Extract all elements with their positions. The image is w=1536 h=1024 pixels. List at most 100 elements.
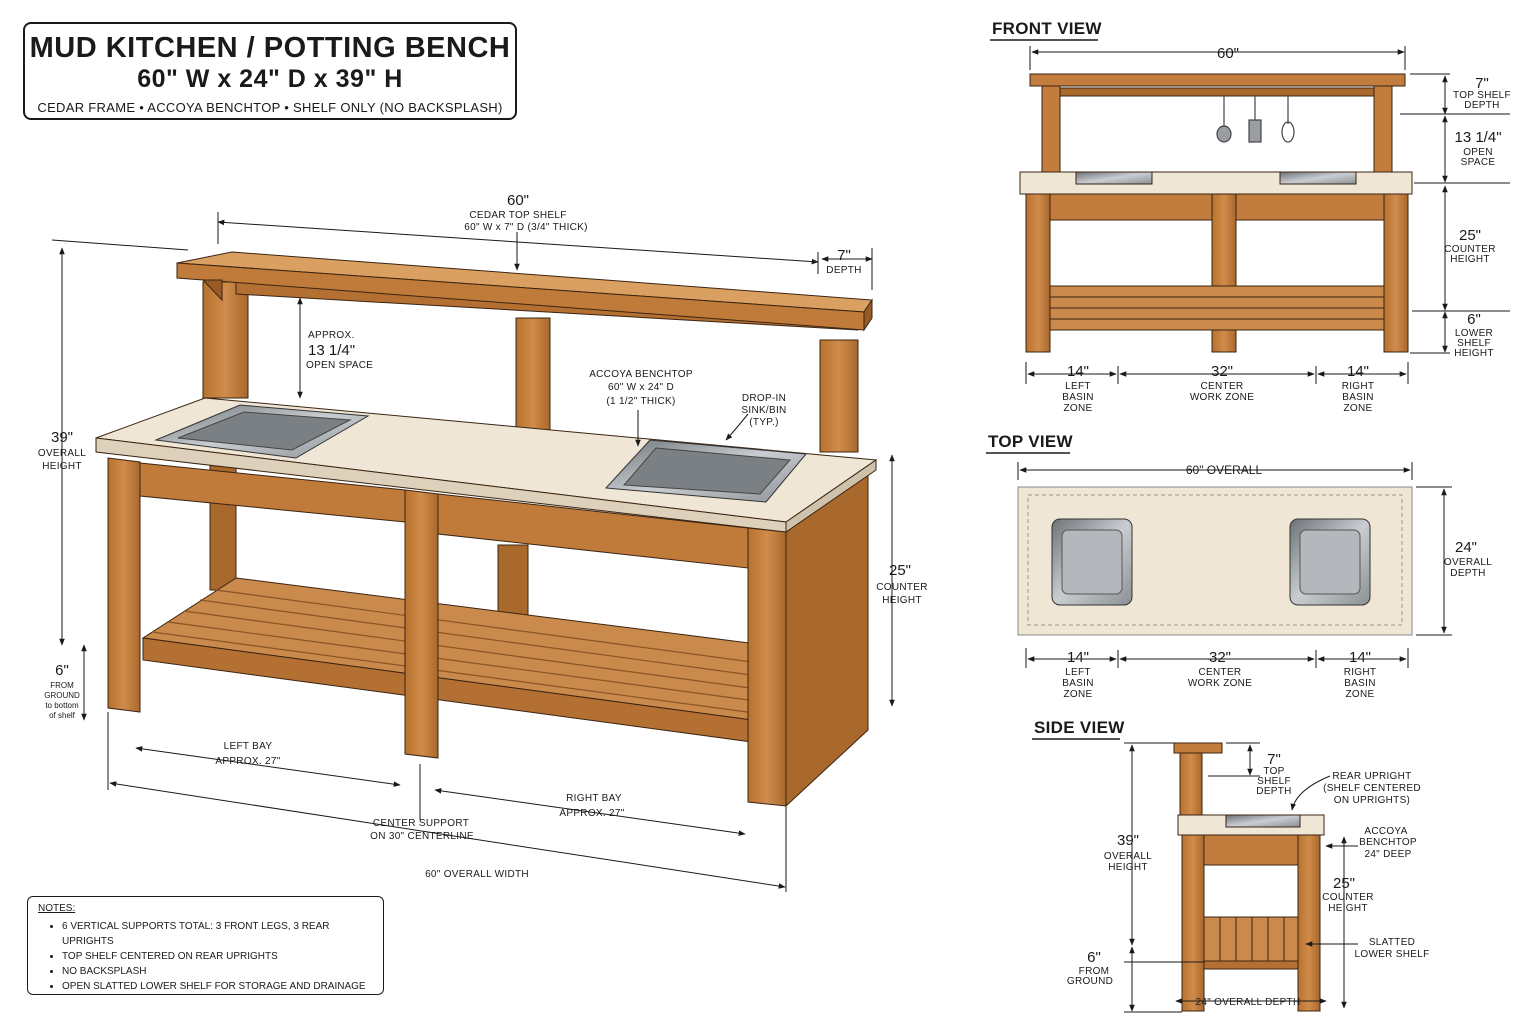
side-view: SIDE VIEW: [1032, 718, 1430, 1013]
hanging-utensils: [1216, 96, 1295, 143]
title-dimensions: 60" W x 24" D x 39" H: [137, 65, 403, 93]
top-zone-left-l2: BASIN: [1062, 678, 1094, 689]
side-ground-value: 6": [1087, 949, 1101, 966]
front-sink-left: [1075, 171, 1153, 185]
side-bench-3: 24" DEEP: [1364, 849, 1411, 860]
iso-height-value: 39": [51, 429, 73, 446]
front-view-heading: FRONT VIEW: [992, 19, 1102, 38]
side-leg-rear: [1181, 834, 1205, 1012]
upright-center: [515, 317, 551, 431]
iso-top-shelf-size: 60" W x 7" D (3/4" THICK): [464, 222, 588, 233]
front-zone-center-value: 32": [1211, 363, 1233, 380]
iso-benchtop-thick: (1 1/2" THICK): [606, 396, 675, 407]
iso-dimension-lines: [51, 212, 895, 892]
front-counter-l2: HEIGHT: [1450, 254, 1490, 265]
side-ground-l2: GROUND: [1067, 976, 1113, 987]
note-item: 6 VERTICAL SUPPORTS TOTAL: 3 FRONT LEGS,…: [62, 919, 373, 949]
top-zone-right-l3: ZONE: [1346, 689, 1375, 700]
top-depth-l1: OVERALL: [1444, 557, 1492, 568]
iso-depth-value: 7": [837, 247, 851, 264]
front-sink-right: [1279, 171, 1357, 185]
iso-benchtop-name: ACCOYA BENCHTOP: [589, 369, 693, 380]
front-zone-left-l2: BASIN: [1062, 392, 1094, 403]
title-materials: CEDAR FRAME • ACCOYA BENCHTOP • SHELF ON…: [37, 100, 503, 115]
side-height-l2: HEIGHT: [1108, 862, 1148, 873]
side-rear-3: ON UPRIGHTS): [1334, 795, 1410, 806]
top-zone-center-l2: WORK ZONE: [1188, 678, 1252, 689]
front-zone-left-l3: ZONE: [1064, 403, 1093, 414]
iso-right-bay-1: RIGHT BAY: [566, 793, 622, 804]
front-zone-left-l1: LEFT: [1065, 381, 1091, 392]
front-upright-right: [1373, 85, 1393, 173]
top-zone-left-l1: LEFT: [1065, 667, 1091, 678]
sink-left-inner: [177, 411, 352, 451]
iso-ground-l2: GROUND: [44, 691, 80, 700]
front-leg-left-fv: [1025, 193, 1051, 353]
rear-leg-center: [497, 544, 529, 623]
front-leg-center: [404, 489, 439, 759]
front-lower-l2: SHELF: [1457, 338, 1491, 349]
top-depth-l2: DEPTH: [1450, 568, 1485, 579]
side-counter-l1: COUNTER: [1322, 892, 1374, 903]
notes-list: 6 VERTICAL SUPPORTS TOTAL: 3 FRONT LEGS,…: [38, 919, 373, 994]
iso-top-shelf-name: CEDAR TOP SHELF: [469, 210, 566, 221]
side-shelf-l1: TOP: [1263, 766, 1284, 777]
iso-counter-l1: COUNTER: [876, 582, 928, 593]
side-counter-value: 25": [1333, 875, 1355, 892]
front-leg-right: [747, 527, 787, 807]
sink-right-inner: [622, 447, 792, 495]
front-zone-right-l3: ZONE: [1344, 403, 1373, 414]
iso-ground-value: 6": [55, 662, 69, 679]
notes-title: NOTES:: [38, 903, 76, 914]
front-leg-right-fv: [1383, 193, 1409, 353]
title-block: MUD KITCHEN / POTTING BENCH 60" W x 24" …: [23, 22, 517, 120]
side-slatted-2: LOWER SHELF: [1355, 949, 1430, 960]
front-counter-value: 25": [1459, 227, 1481, 244]
iso-height-l1: OVERALL: [38, 448, 86, 459]
iso-open-approx: APPROX.: [308, 330, 355, 341]
shelf-bracket: [201, 279, 223, 302]
top-depth-value: 24": [1455, 539, 1477, 556]
iso-top-width: 60": [507, 192, 529, 209]
side-view-heading: SIDE VIEW: [1034, 718, 1125, 737]
top-view-heading: TOP VIEW: [988, 432, 1074, 451]
note-item: NO BACKSPLASH: [62, 964, 373, 979]
side-apron: [1181, 834, 1321, 866]
iso-ground-l3: to bottom: [45, 701, 79, 710]
front-zone-right-l1: RIGHT: [1342, 381, 1375, 392]
front-lower-value: 6": [1467, 311, 1481, 328]
iso-benchtop-size: 60" W x 24" D: [608, 382, 674, 393]
front-leg-left: [107, 457, 141, 713]
side-bench-2: BENCHTOP: [1359, 837, 1417, 848]
top-zone-right-l1: RIGHT: [1344, 667, 1377, 678]
side-leg-front: [1297, 834, 1321, 1012]
top-zone-right-value: 14": [1349, 649, 1371, 666]
note-item: TOP SHELF CENTERED ON REAR UPRIGHTS: [62, 949, 373, 964]
front-zone-left-value: 14": [1067, 363, 1089, 380]
lower-shelf-slats: [151, 589, 827, 715]
title-main: MUD KITCHEN / POTTING BENCH: [29, 32, 511, 64]
iso-center-1: CENTER SUPPORT: [373, 818, 469, 829]
front-lower-l3: HEIGHT: [1454, 348, 1494, 359]
front-zone-center-l1: CENTER: [1201, 381, 1244, 392]
front-upright-left: [1041, 85, 1061, 173]
top-shelf-end: [863, 298, 873, 332]
side-slatted-1: SLATTED: [1369, 937, 1415, 948]
top-zone-left-value: 14": [1067, 649, 1089, 666]
side-top-shelf: [1173, 742, 1223, 754]
side-height-l1: OVERALL: [1104, 851, 1152, 862]
top-zone-left-l3: ZONE: [1064, 689, 1093, 700]
top-width: 60" OVERALL: [1186, 463, 1263, 477]
side-ground-l1: FROM: [1079, 966, 1110, 977]
notes-box: NOTES: 6 VERTICAL SUPPORTS TOTAL: 3 FRON…: [27, 896, 384, 995]
side-rear-2: (SHELF CENTERED: [1323, 783, 1421, 794]
iso-right-bay-2: APPROX. 27": [559, 808, 624, 819]
iso-ground-l1: FROM: [50, 681, 74, 690]
upright-left: [202, 281, 249, 399]
front-shelf-value: 7": [1475, 75, 1489, 92]
side-counter-l2: HEIGHT: [1328, 903, 1368, 914]
front-top-shelf: [1029, 73, 1406, 87]
iso-dropin-1: DROP-IN: [742, 393, 786, 404]
iso-left-bay-1: LEFT BAY: [224, 741, 273, 752]
